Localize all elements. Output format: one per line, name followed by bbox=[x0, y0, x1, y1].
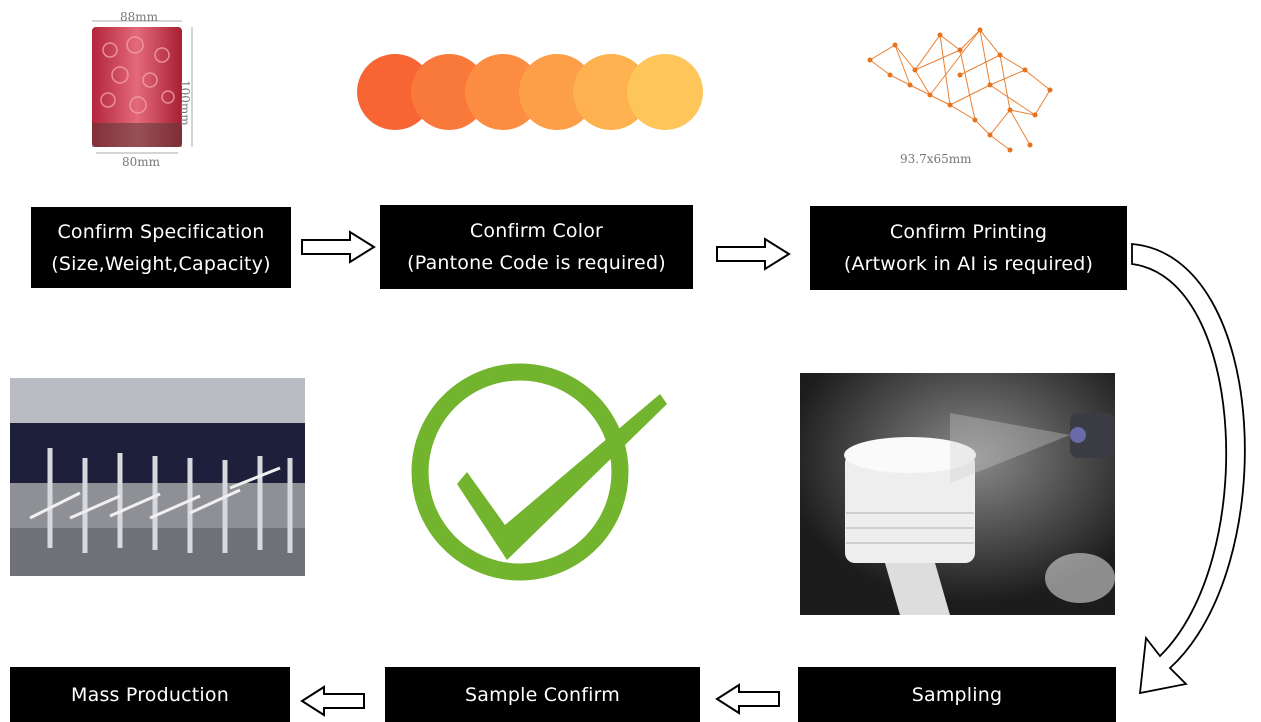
sampling-spray-image bbox=[800, 373, 1115, 615]
artwork-size-label: 93.7x65mm bbox=[900, 152, 972, 166]
candle-jar-image bbox=[92, 20, 193, 154]
step-confirm-specification-title: Confirm Specification bbox=[57, 220, 265, 243]
color-swatch bbox=[573, 54, 649, 130]
jar-bottom-dimension: 80mm bbox=[122, 155, 161, 169]
arrow-right-icon bbox=[716, 237, 791, 271]
step-confirm-color: Confirm Color (Pantone Code is required) bbox=[380, 205, 693, 289]
curved-arrow-icon bbox=[1131, 243, 1246, 695]
arrow-left-icon bbox=[715, 683, 780, 715]
step-confirm-printing: Confirm Printing (Artwork in AI is requi… bbox=[810, 206, 1127, 290]
step-sample-confirm: Sample Confirm bbox=[385, 667, 700, 722]
step-sample-confirm-label: Sample Confirm bbox=[465, 683, 620, 706]
color-swatch bbox=[465, 54, 541, 130]
color-swatch bbox=[519, 54, 595, 130]
jar-side-dimension: 100mm bbox=[178, 80, 192, 126]
step-confirm-printing-subtitle: (Artwork in AI is required) bbox=[843, 253, 1094, 275]
color-swatch bbox=[411, 54, 487, 130]
step-confirm-color-title: Confirm Color bbox=[469, 220, 604, 242]
step-confirm-specification: Confirm Specification (Size,Weight,Capac… bbox=[31, 207, 291, 288]
arrow-left-icon bbox=[300, 685, 365, 717]
jar-top-dimension: 88mm bbox=[120, 10, 159, 24]
pantone-swatch-group bbox=[357, 54, 703, 130]
step-confirm-color-subtitle: (Pantone Code is required) bbox=[407, 252, 666, 274]
step-mass-production: Mass Production bbox=[10, 667, 290, 722]
step-mass-production-label: Mass Production bbox=[71, 683, 229, 706]
step-sampling-label: Sampling bbox=[911, 683, 1003, 706]
arrow-right-icon bbox=[301, 230, 376, 264]
step-confirm-specification-subtitle: (Size,Weight,Capacity) bbox=[51, 252, 271, 275]
checkmark-icon bbox=[411, 363, 667, 581]
step-confirm-printing-title: Confirm Printing bbox=[889, 221, 1048, 243]
step-sampling: Sampling bbox=[798, 667, 1116, 722]
artwork-network-image bbox=[867, 27, 1053, 153]
color-swatch bbox=[357, 54, 433, 130]
color-swatch bbox=[627, 54, 703, 130]
production-machine-image bbox=[10, 378, 305, 576]
